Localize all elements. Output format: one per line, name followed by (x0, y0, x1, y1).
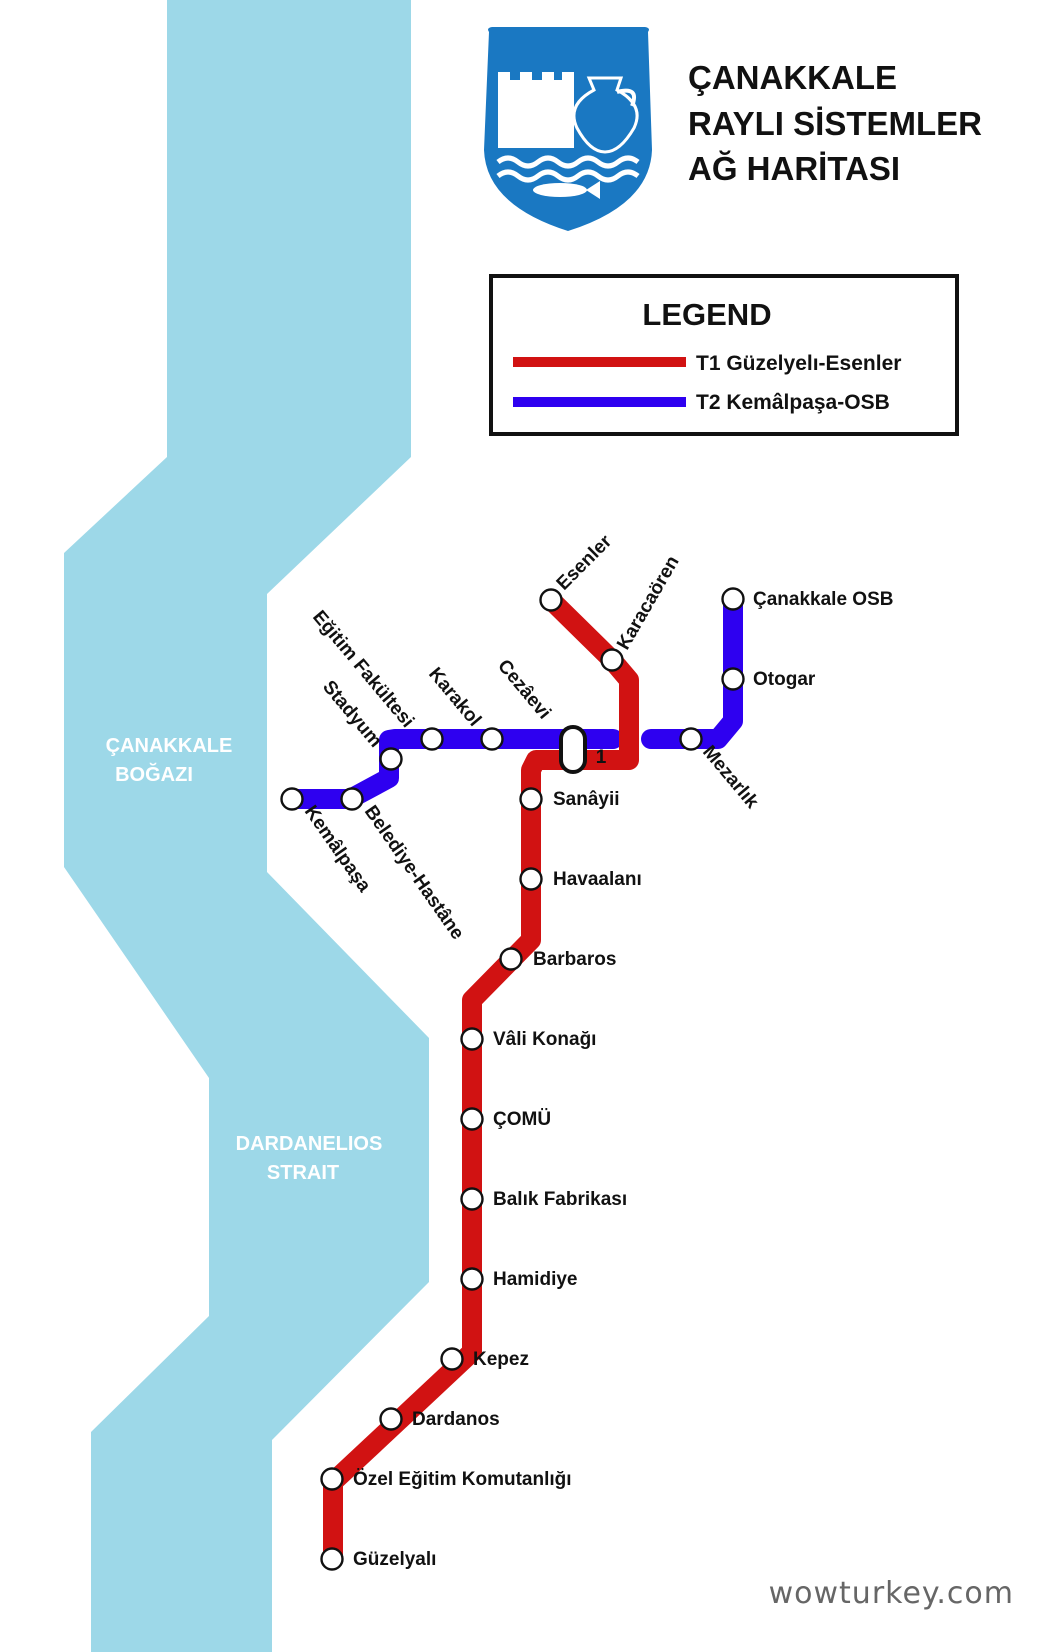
station-kepez[interactable]: Kepez (440, 1347, 529, 1371)
station-guzelyali[interactable]: Güzelyalı (320, 1547, 437, 1571)
strait-label-canakkale: ÇANAKKALE BOĞAZI (106, 735, 233, 786)
station-karacaoren[interactable]: Karacaören (600, 552, 684, 672)
svg-text:Balık Fabrikası: Balık Fabrikası (493, 1189, 627, 1210)
title-line-2: RAYLI SİSTEMLER (688, 105, 982, 142)
station-otogar[interactable]: Otogar (721, 667, 816, 691)
strait-label-line-3: DARDANELIOS (236, 1133, 383, 1155)
svg-text:Mezarlık: Mezarlık (698, 742, 763, 813)
map-title: ÇANAKKALE RAYLI SİSTEMLER AĞ HARİTASI (688, 59, 982, 187)
svg-text:Belediye-Hastâne: Belediye-Hastâne (360, 802, 468, 944)
svg-text:Otogar: Otogar (753, 669, 816, 690)
title-line-3: AĞ HARİTASI (688, 150, 900, 187)
svg-text:Sanâyii: Sanâyii (553, 789, 620, 810)
svg-text:Barbaros: Barbaros (533, 949, 616, 970)
station-esenler[interactable]: Esenler (539, 531, 617, 612)
strait-label-line-4: STRAIT (267, 1162, 339, 1184)
svg-text:Kepez: Kepez (473, 1349, 529, 1370)
svg-text:Cezâevi: Cezâevi (493, 656, 555, 724)
station-vali-konagi[interactable]: Vâli Konağı (460, 1027, 597, 1051)
svg-text:ÇOMÜ: ÇOMÜ (493, 1109, 551, 1130)
strait-water (64, 0, 429, 1652)
strait-label-line-1: ÇANAKKALE (106, 735, 233, 757)
watermark: wowturkey.com (769, 1576, 1014, 1611)
svg-text:Karakol: Karakol (424, 664, 485, 731)
station-ozel-egitim-komutanligi[interactable]: Özel Eğitim Komutanlığı (320, 1467, 572, 1491)
station-dardanos[interactable]: Dardanos (379, 1407, 500, 1431)
svg-text:Çanakkale OSB: Çanakkale OSB (753, 589, 893, 610)
station-sanayii[interactable]: Sanâyii (519, 787, 620, 811)
legend-label-t2: T2 Kemâlpaşa-OSB (696, 391, 890, 414)
svg-text:Vâli Konağı: Vâli Konağı (493, 1029, 596, 1050)
interchange-label: 1 (596, 747, 607, 768)
svg-text:Hamidiye: Hamidiye (493, 1269, 577, 1290)
legend-title: LEGEND (642, 297, 771, 332)
station-comu[interactable]: ÇOMÜ (460, 1107, 552, 1131)
strait-label-line-2: BOĞAZI (115, 762, 193, 786)
station-havaalani[interactable]: Havaalanı (519, 867, 642, 891)
svg-text:Karacaören: Karacaören (613, 552, 683, 653)
svg-text:Özel Eğitim Komutanlığı: Özel Eğitim Komutanlığı (353, 1469, 572, 1490)
legend-box: LEGEND T1 Güzelyelı-Esenler T2 Kemâlpaşa… (489, 274, 959, 436)
t2-route-east (641, 588, 743, 749)
interchange-station[interactable]: 1 (559, 725, 607, 774)
legend-frame (489, 274, 959, 436)
svg-text:Esenler: Esenler (553, 531, 617, 595)
t1-route (323, 592, 639, 1562)
legend-label-t1: T1 Güzelyelı-Esenler (696, 352, 901, 375)
strait-label-dardanelios: DARDANELIOS STRAIT (236, 1133, 383, 1184)
canakkale-emblem-logo (484, 27, 652, 231)
station-barbaros[interactable]: Barbaros (499, 947, 617, 971)
station-balik-fabrikasi[interactable]: Balık Fabrikası (460, 1187, 628, 1211)
title-line-1: ÇANAKKALE (688, 59, 897, 96)
svg-text:Dardanos: Dardanos (412, 1409, 500, 1430)
svg-text:Havaalanı: Havaalanı (553, 869, 642, 890)
station-canakkale-osb[interactable]: Çanakkale OSB (721, 587, 894, 611)
svg-text:Güzelyalı: Güzelyalı (353, 1549, 436, 1570)
station-hamidiye[interactable]: Hamidiye (460, 1267, 578, 1291)
